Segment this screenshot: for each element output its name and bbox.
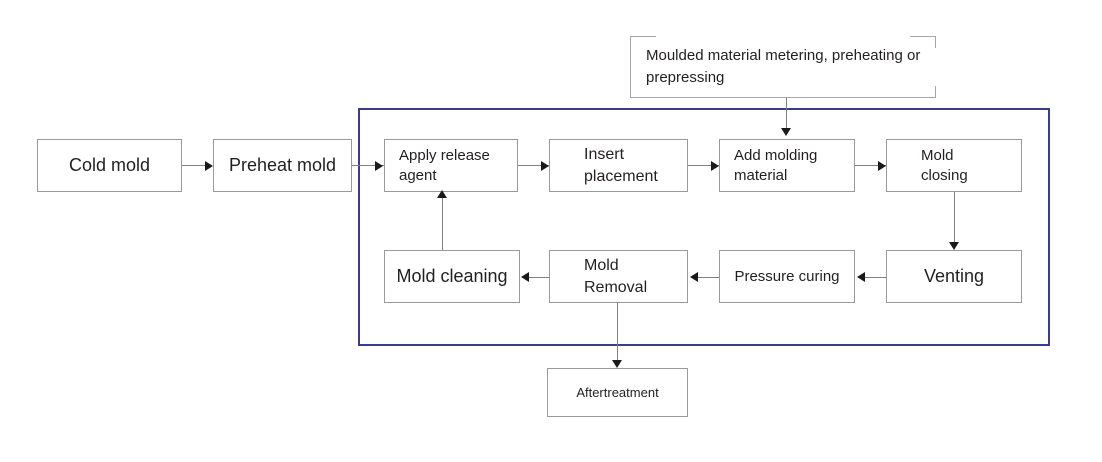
arrowhead-insert-to-add-material [711,161,719,171]
connector-removal-to-cleaning [528,277,550,278]
node-mold-cleaning[interactable]: Mold cleaning [384,250,520,303]
node-mold-removal[interactable]: Mold Removal [549,250,688,303]
node-pressure-curing[interactable]: Pressure curing [719,250,855,303]
node-venting-label: Venting [923,265,985,286]
mold-cycle-group-frame [358,108,1050,346]
node-mold-removal-label: Mold Removal [584,257,648,296]
arrowhead-curing-to-removal [690,272,698,282]
arrowhead-closing-to-venting [949,242,959,250]
node-add-molding-material-label: Add molding material [734,146,818,184]
arrowhead-cleaning-to-release [437,190,447,198]
node-preheat-mold[interactable]: Preheat mold [213,139,352,192]
node-apply-release-agent[interactable]: Apply release agent [384,139,518,192]
node-pressure-curing-label: Pressure curing [734,267,840,285]
arrowhead-removal-to-aftertreatment [612,360,622,368]
node-mold-closing-label: Mold closing [921,146,968,184]
connector-cleaning-to-release [442,196,443,250]
connector-insert-to-add-material [688,165,719,166]
node-mold-cleaning-label: Mold cleaning [396,265,508,286]
arrowhead-preheat-to-release [375,161,383,171]
connector-preheat-to-release [352,165,384,166]
node-venting[interactable]: Venting [886,250,1022,303]
connector-add-material-to-closing [855,165,886,166]
annotation-note: Moulded material metering, preheating or… [630,36,936,98]
node-cold-mold-label: Cold mold [68,154,151,175]
node-add-molding-material[interactable]: Add molding material [719,139,855,192]
arrowhead-add-material-to-closing [878,161,886,171]
connector-annotation-to-add-material [786,98,787,131]
connector-venting-to-curing [864,277,886,278]
connector-closing-to-venting [954,192,955,247]
node-cold-mold[interactable]: Cold mold [37,139,182,192]
annotation-text: Moulded material metering, preheating or… [646,47,921,86]
node-preheat-mold-label: Preheat mold [228,154,337,175]
connector-curing-to-removal [697,277,719,278]
node-aftertreatment[interactable]: Aftertreatment [547,368,688,417]
arrowhead-venting-to-curing [857,272,865,282]
node-mold-closing[interactable]: Mold closing [886,139,1022,192]
connector-cold-to-preheat [182,165,212,166]
arrowhead-removal-to-cleaning [521,272,529,282]
node-insert-placement[interactable]: Insert placement [549,139,688,192]
arrowhead-cold-to-preheat [205,161,213,171]
node-aftertreatment-label: Aftertreatment [576,384,659,400]
node-insert-placement-label: Insert placement [584,146,658,185]
node-apply-release-agent-label: Apply release agent [399,146,490,184]
arrowhead-annotation-to-add-material [781,128,791,136]
arrowhead-release-to-insert [541,161,549,171]
connector-removal-to-aftertreatment [617,303,618,365]
connector-release-to-insert [518,165,549,166]
